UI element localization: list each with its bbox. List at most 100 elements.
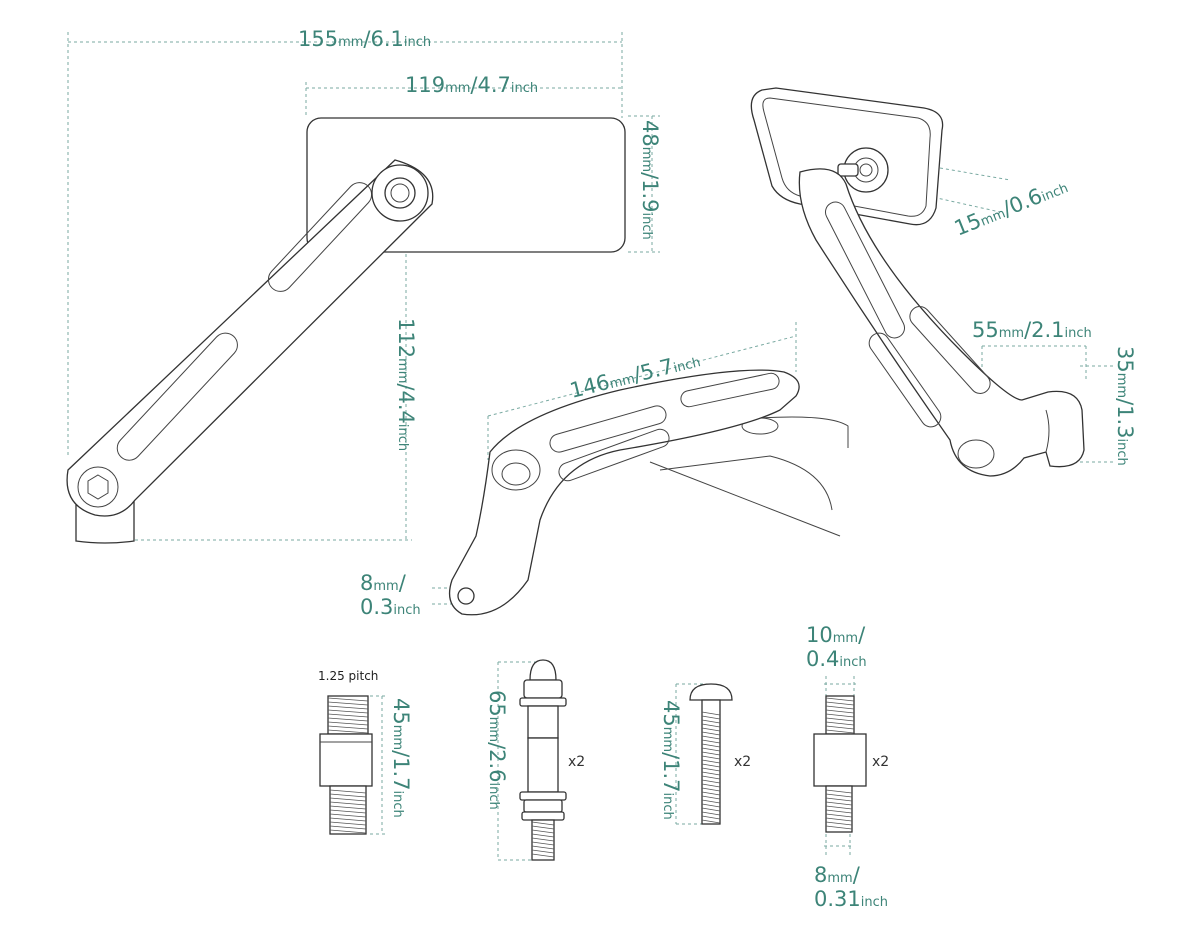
thread-line [825, 721, 855, 726]
handlebar-sketch [759, 416, 849, 448]
thread-line [701, 739, 721, 744]
arm-slot-side-upper [824, 201, 906, 339]
thread-line [701, 779, 721, 784]
dim-mirror-depth: 15mm/0.6inch [951, 174, 1071, 241]
pivot-inner [384, 177, 416, 209]
base-hole-side [957, 439, 995, 469]
thread-line [825, 697, 855, 702]
thread-line [825, 805, 853, 810]
thread-line [701, 723, 721, 728]
thread-line [701, 711, 721, 716]
dim-thread-bottom-2: 0.31inch [814, 887, 888, 911]
thread-line [531, 821, 555, 826]
thread-line [329, 813, 367, 818]
thread-line [825, 821, 853, 826]
thread-line [701, 751, 721, 756]
dim-thread-top-1: 10mm/ [806, 623, 866, 647]
thread-line [327, 697, 369, 702]
thread-line [701, 735, 721, 740]
thread-line [825, 701, 855, 706]
thread-line [327, 721, 369, 726]
dim-thread-top-2: 0.4inch [806, 647, 867, 671]
thread-line [825, 813, 853, 818]
base-bolt-ring [77, 466, 119, 508]
pitch-label: 1.25 pitch [318, 669, 378, 683]
arm-perspective [448, 369, 800, 616]
thread-line [329, 793, 367, 798]
thread-line [701, 787, 721, 792]
thread-line [701, 795, 721, 800]
thread-line [825, 713, 855, 718]
dim-mirror-height: 48mm/1.9inch [638, 120, 662, 240]
thread-line [825, 725, 855, 730]
dim-labels-perspective: 146mm/5.7inch 8mm/ 0.3inch [360, 354, 702, 619]
dim-base-offset: 55mm/2.1inch [972, 318, 1092, 342]
front-view-mirror [66, 32, 660, 544]
arm-slot-persp-b [558, 428, 670, 482]
arm-slot-side-mid [868, 332, 942, 428]
thread-line [825, 705, 855, 710]
thread-line [329, 829, 367, 834]
dim-arm-height: 112mm/4.4inch [394, 318, 418, 451]
screw-qty: x2 [734, 754, 751, 770]
pivot-center [390, 183, 410, 203]
thread-line [327, 709, 369, 714]
dim-overall-width: 155mm/6.1inch [298, 27, 431, 51]
thread-line [327, 729, 369, 734]
thread-line [825, 709, 855, 714]
thread-line [701, 783, 721, 788]
adapter-qty: x2 [872, 754, 889, 770]
long-bolt: x2 [497, 659, 585, 861]
thread-line [701, 807, 721, 812]
arm-slot-front-upper [267, 182, 373, 292]
adapter2-thread-marks [825, 697, 855, 830]
thread-line [825, 825, 853, 830]
dim-base-height: 35mm/1.3inch [1113, 346, 1137, 466]
thread-line [701, 719, 721, 724]
thread-line [825, 801, 853, 806]
thread-line [701, 727, 721, 732]
thread-line [701, 759, 721, 764]
thread-line [701, 819, 721, 824]
thread-line [327, 701, 369, 706]
dim-hole-diameter-1: 8mm/ [360, 571, 407, 595]
arm-slot-persp-c [680, 372, 780, 408]
thread-line [531, 837, 555, 842]
thread-line [825, 717, 855, 722]
thread-line [329, 797, 367, 802]
arm-front [66, 159, 434, 517]
thread-line [701, 747, 721, 752]
thread-line [825, 809, 853, 814]
dim-screw-length: 45mm/1.7inch [659, 700, 683, 820]
arm-slot-persp-a [549, 405, 667, 453]
arm-slot-side-low [909, 306, 991, 394]
thread-line [327, 713, 369, 718]
dim-adapter-length: 45mm/1.7inch [389, 698, 413, 818]
hex-socket-icon [87, 474, 109, 500]
thread-adapter: 1.25 pitch [318, 669, 388, 835]
dim-thread-bottom-1: 8mm/ [814, 863, 861, 887]
side-view-mirror [750, 87, 1114, 477]
thread-line [327, 717, 369, 722]
adapter-thread-marks [327, 697, 369, 834]
thread-line [329, 801, 367, 806]
thread-adapter-2: x2 [813, 676, 889, 856]
thread-line [701, 763, 721, 768]
arm-slot-front-lower [116, 332, 238, 461]
thread-line [825, 817, 853, 822]
thread-line [701, 731, 721, 736]
thread-line [531, 833, 555, 838]
thread-line [701, 803, 721, 808]
thread-line [531, 829, 555, 834]
thread-line [701, 771, 721, 776]
dim-mirror-width: 119mm/4.7inch [405, 73, 538, 97]
arm-side [798, 168, 1085, 477]
screw-thread-marks [701, 711, 721, 824]
thread-line [531, 825, 555, 830]
thread-line [701, 815, 721, 820]
thread-line [701, 799, 721, 804]
thread-line [701, 811, 721, 816]
thread-line [329, 805, 367, 810]
thread-line [531, 841, 555, 846]
